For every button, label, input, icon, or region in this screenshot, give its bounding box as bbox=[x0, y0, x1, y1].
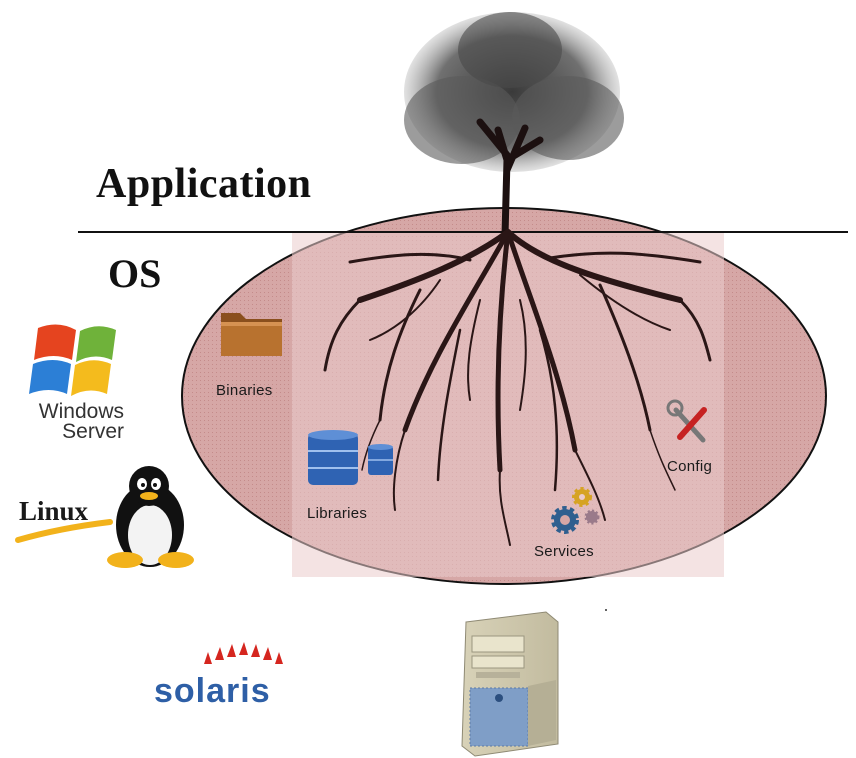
tools-icon bbox=[666, 399, 707, 443]
server-tower-icon bbox=[461, 611, 559, 757]
windows-logo bbox=[29, 324, 116, 396]
os-layer-label: OS bbox=[108, 251, 162, 296]
windows-server-text: Windows Server bbox=[20, 400, 124, 443]
linux-text: Linux bbox=[19, 496, 89, 526]
libraries-label: Libraries bbox=[307, 505, 368, 522]
os-inner-panel bbox=[292, 232, 724, 577]
gears-icon bbox=[551, 487, 600, 534]
linux-swoosh bbox=[15, 519, 113, 543]
tux-penguin-icon bbox=[107, 466, 194, 568]
windows-line2: Server bbox=[62, 420, 124, 443]
folder-icon bbox=[221, 313, 282, 356]
database-icon bbox=[308, 430, 393, 485]
binaries-label: Binaries bbox=[216, 382, 273, 399]
solaris-sun-icon bbox=[204, 642, 283, 664]
stray-mark bbox=[605, 609, 607, 611]
application-layer-label: Application bbox=[96, 161, 312, 207]
services-label: Services bbox=[534, 543, 594, 560]
tree-image bbox=[323, 12, 712, 546]
solaris-text: solaris bbox=[154, 672, 271, 710]
windows-line1: Windows bbox=[38, 400, 124, 423]
config-label: Config bbox=[667, 458, 713, 475]
